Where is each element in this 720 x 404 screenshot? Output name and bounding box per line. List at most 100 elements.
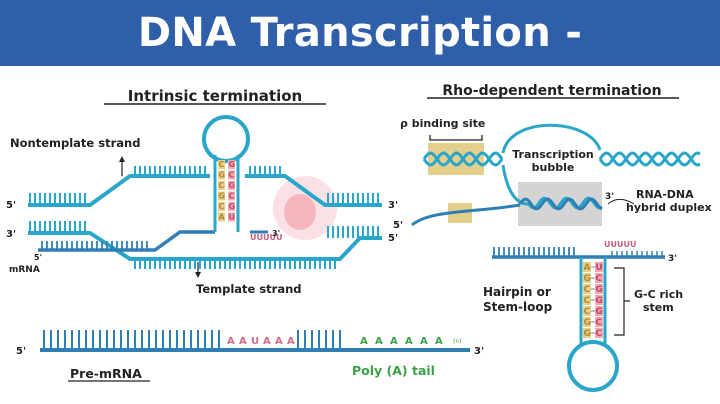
gc-band: [218, 191, 225, 201]
pre-mrna-label: Pre-mRNA: [70, 366, 142, 381]
rho-five-prime: 5': [393, 220, 403, 231]
polya-tail-label: Poly (A) tail: [352, 363, 435, 378]
rho-binding-site-label: ρ binding site: [400, 117, 485, 130]
mrna-three-prime: 3': [272, 229, 280, 238]
pre-mrna-rungs: [43, 330, 341, 350]
polya-base: A: [360, 336, 368, 347]
stem-base-left: G: [584, 274, 591, 284]
rho-three-prime: 3': [605, 192, 614, 202]
hairpin-base-right: C: [229, 192, 235, 201]
stem-base-left: C: [584, 285, 591, 295]
gc-band: [583, 328, 591, 338]
hairpin-base-left: G: [219, 192, 226, 201]
rho-mrna-three-prime: 3': [668, 254, 677, 264]
stem-base-right: U: [596, 263, 603, 273]
hairpin-base-left: C: [219, 202, 225, 211]
polya-base: A: [375, 336, 383, 347]
rho-rna-strand: [411, 203, 521, 227]
stem-base-left: C: [584, 296, 591, 306]
aauaaa-base: A: [287, 336, 295, 347]
stem-loop: [567, 340, 619, 392]
gc-band: [218, 160, 225, 169]
dna-helix-right-b: [598, 151, 701, 167]
pink-band: [595, 317, 603, 327]
title-banner: [0, 0, 720, 66]
gc-band: [583, 306, 591, 316]
pink-band: [228, 202, 235, 211]
hairpin-base-left: A: [219, 213, 226, 222]
intrinsic-title: Intrinsic termination: [128, 87, 302, 105]
gc-band: [218, 170, 225, 180]
hairpin-label-line1: Hairpin or: [483, 285, 551, 299]
pre-mrna-three-prime: 3': [474, 346, 484, 357]
hairpin-base-left: G: [219, 171, 226, 180]
stem-base-left: G: [584, 329, 591, 339]
u-tail: UUUUU: [250, 233, 282, 242]
polya-base: A: [390, 336, 398, 347]
gc-label-line1: G-C rich: [634, 288, 683, 301]
gc-band: [218, 181, 225, 190]
hairpin-base-right: U: [229, 213, 236, 222]
hairpin-base-right: G: [229, 202, 236, 211]
gc-band: [583, 295, 591, 305]
hybrid-label-line2: hybrid duplex: [626, 201, 712, 214]
hairpin-base-right: C: [229, 171, 235, 180]
gc-band: [583, 262, 591, 272]
hairpin-base-right: G: [229, 181, 236, 190]
mrna-five-prime: 5': [34, 253, 42, 262]
hairpin-base-left: C: [219, 160, 225, 169]
hairpin-base-left: C: [219, 181, 225, 190]
aauaaa-base: A: [263, 336, 271, 347]
binding-site-bracket: [429, 135, 483, 141]
gc-label-line2: stem: [643, 301, 674, 314]
gc-band: [218, 212, 225, 222]
template-strand: [28, 231, 382, 261]
dna-helix-right-a: [598, 151, 701, 167]
pink-band: [228, 170, 235, 180]
stem-base-left: C: [584, 307, 591, 317]
pink-band: [595, 284, 603, 294]
hybrid-pointer: [607, 199, 635, 205]
bubble-label-line2: bubble: [532, 161, 575, 174]
nontemplate-strand: [28, 174, 382, 207]
stem-base-right: C: [596, 274, 603, 284]
three-prime-top-right: 3': [388, 200, 398, 211]
polya-base: A: [420, 336, 428, 347]
stem-base-right: C: [596, 329, 603, 339]
nontemplate-arrowhead: [119, 156, 125, 162]
rna-polymerase-core: [284, 194, 316, 230]
hybrid-rna-wave: [518, 197, 603, 211]
hairpin-label-line2: Stem-loop: [483, 300, 553, 314]
stem-base-right: C: [596, 318, 603, 328]
pre-mrna-five-prime: 5': [16, 346, 26, 357]
pink-band: [595, 295, 603, 305]
aauaaa-base: A: [239, 336, 247, 347]
rho-u-tail: UUUUU: [604, 240, 636, 249]
polya-n: (n): [453, 338, 461, 345]
stem-base-left: A: [584, 263, 591, 273]
polya-base: A: [435, 336, 443, 347]
rho-title: Rho-dependent termination: [442, 83, 661, 99]
stem-base-right: G: [596, 285, 603, 295]
aauaaa-base: A: [275, 336, 283, 347]
stem-base-right: G: [596, 296, 603, 306]
gc-band: [583, 284, 591, 294]
hybrid-label-line1: RNA-DNA: [636, 188, 694, 201]
pink-band: [595, 273, 603, 283]
template-label: Template strand: [196, 282, 302, 296]
bubble-label-line1: Transcription: [512, 148, 594, 161]
stem-base-right: G: [596, 307, 603, 317]
pink-band: [595, 262, 603, 272]
five-prime-bottom-right: 5': [388, 233, 398, 244]
mrna-label: mRNA: [9, 265, 40, 275]
three-prime-bottom: 3': [6, 229, 16, 240]
hairpin-loop: [202, 115, 250, 163]
gc-band: [583, 273, 591, 283]
hairpin-base-right: G: [229, 160, 236, 169]
